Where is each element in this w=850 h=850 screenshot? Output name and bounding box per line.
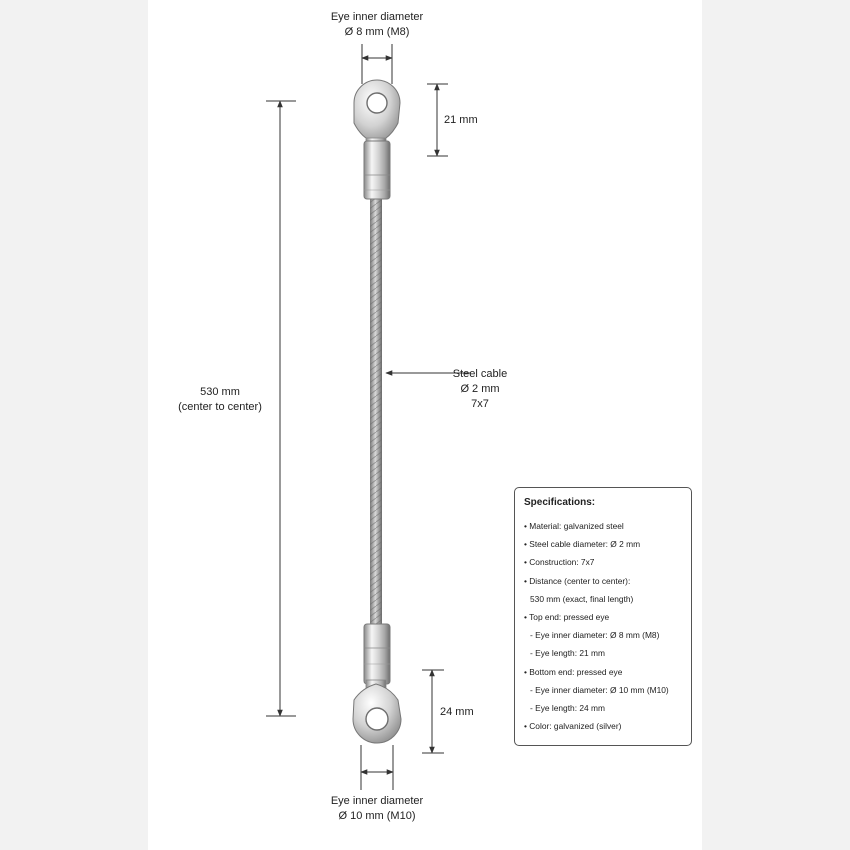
top-eye-title: Eye inner diameter bbox=[330, 11, 424, 23]
bottom-eye-value: Ø 10 mm (M10) bbox=[338, 810, 416, 822]
cable-title: Steel cable bbox=[452, 368, 508, 380]
top-eye-length-label: 21 mm bbox=[444, 114, 478, 126]
spec-bottom-eye-length: - Eye length: 24 mm bbox=[530, 703, 605, 714]
bottom-eye-diameter-label: Eye inner diameter Ø 10 mm (M10) bbox=[300, 794, 454, 824]
top-eye-value: Ø 8 mm (M8) bbox=[344, 26, 410, 38]
specifications-title: Specifications: bbox=[524, 497, 596, 508]
bottom-eye-diameter-dimension bbox=[360, 745, 394, 790]
spec-cable-diameter: • Steel cable diameter: Ø 2 mm bbox=[524, 539, 641, 550]
steel-cable bbox=[370, 196, 382, 628]
specifications-box: Specifications: • Material: galvanized s… bbox=[514, 487, 692, 746]
cable-label: Steel cable Ø 2 mm 7x7 bbox=[440, 367, 520, 412]
spec-top-eye-length: - Eye length: 21 mm bbox=[530, 648, 605, 659]
bottom-ferrule bbox=[363, 623, 391, 685]
spec-distance: • Distance (center to center): bbox=[524, 575, 631, 586]
distance-value: 530 mm bbox=[200, 386, 240, 398]
distance-label: 530 mm (center to center) bbox=[160, 385, 280, 415]
spec-distance-value: 530 mm (exact, final length) bbox=[530, 593, 634, 604]
top-eye-diameter-dimension bbox=[361, 44, 393, 84]
spec-top-end: • Top end: pressed eye bbox=[524, 612, 610, 623]
spec-bottom-end: • Bottom end: pressed eye bbox=[524, 666, 623, 677]
bottom-pressed-eye bbox=[352, 679, 402, 744]
spec-construction: • Construction: 7x7 bbox=[524, 557, 595, 568]
bottom-eye-length-dimension bbox=[422, 669, 444, 754]
cable-construction: 7x7 bbox=[471, 398, 489, 410]
center-distance-dimension bbox=[266, 100, 296, 717]
spec-color: • Color: galvanized (silver) bbox=[524, 721, 622, 732]
distance-note: (center to center) bbox=[178, 401, 262, 413]
spec-material: • Material: galvanized steel bbox=[524, 521, 624, 531]
bottom-eye-title: Eye inner diameter bbox=[330, 795, 424, 807]
specifications-list: • Material: galvanized steel • Steel cab… bbox=[524, 517, 683, 735]
top-eye-length-dimension bbox=[427, 83, 448, 157]
spec-bottom-eye-diameter: - Eye inner diameter: Ø 10 mm (M10) bbox=[530, 684, 669, 695]
bottom-eye-length-label: 24 mm bbox=[440, 706, 474, 718]
top-ferrule bbox=[363, 140, 391, 200]
spec-top-eye-diameter: - Eye inner diameter: Ø 8 mm (M8) bbox=[530, 630, 660, 641]
top-eye-diameter-label: Eye inner diameter Ø 8 mm (M8) bbox=[300, 10, 454, 40]
cable-diameter: Ø 2 mm bbox=[460, 383, 500, 395]
